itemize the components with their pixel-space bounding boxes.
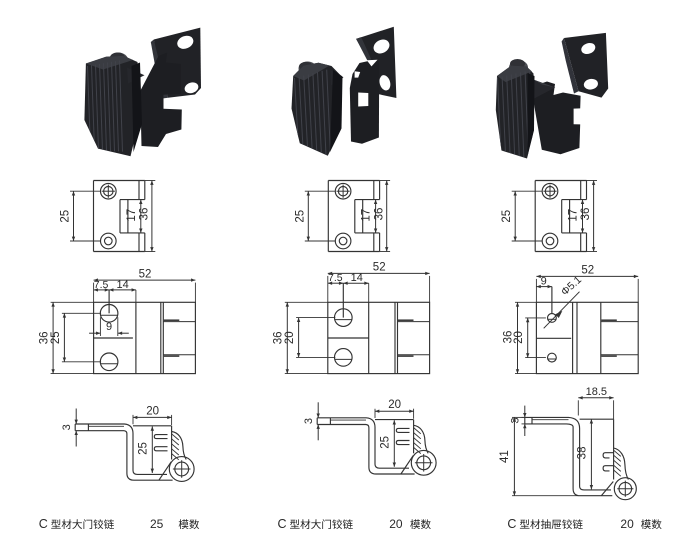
svg-text:14: 14 [351, 272, 363, 284]
svg-text:3: 3 [61, 424, 73, 430]
svg-text:25: 25 [294, 210, 306, 223]
svg-text:25: 25 [50, 331, 62, 344]
svg-text:25: 25 [150, 517, 164, 531]
svg-text:20: 20 [146, 405, 159, 417]
svg-text:52: 52 [373, 262, 386, 274]
svg-text:17: 17 [568, 209, 580, 222]
svg-text:36: 36 [273, 332, 285, 345]
svg-text:14: 14 [116, 279, 128, 291]
svg-text:25: 25 [380, 436, 392, 449]
svg-text:52: 52 [581, 265, 594, 277]
svg-text:25: 25 [138, 442, 150, 455]
svg-text:41: 41 [499, 450, 511, 463]
svg-text:C: C [507, 517, 516, 531]
svg-text:9: 9 [106, 321, 112, 333]
svg-text:20: 20 [513, 331, 525, 344]
svg-text:52: 52 [139, 268, 152, 280]
svg-text:17: 17 [126, 209, 138, 222]
svg-text:9: 9 [541, 276, 547, 288]
svg-text:20: 20 [284, 331, 296, 344]
svg-text:36: 36 [580, 208, 592, 221]
svg-text:25: 25 [60, 210, 72, 223]
svg-text:36: 36 [139, 208, 151, 221]
svg-text:36: 36 [373, 208, 385, 221]
svg-text:36: 36 [38, 332, 50, 345]
svg-text:C: C [278, 517, 287, 531]
svg-text:Φ5.1: Φ5.1 [559, 274, 584, 298]
svg-text:25: 25 [501, 210, 513, 223]
svg-text:7.5: 7.5 [94, 279, 109, 291]
svg-text:3: 3 [509, 418, 521, 424]
svg-text:7.5: 7.5 [328, 272, 343, 284]
svg-text:C: C [39, 517, 48, 531]
svg-text:3: 3 [303, 418, 315, 424]
svg-text:38: 38 [577, 447, 589, 460]
svg-text:36: 36 [503, 331, 515, 344]
svg-text:18.5: 18.5 [586, 386, 607, 398]
svg-text:17: 17 [361, 209, 373, 222]
svg-text:20: 20 [388, 399, 401, 411]
svg-text:20: 20 [389, 517, 403, 531]
svg-text:20: 20 [620, 517, 634, 531]
